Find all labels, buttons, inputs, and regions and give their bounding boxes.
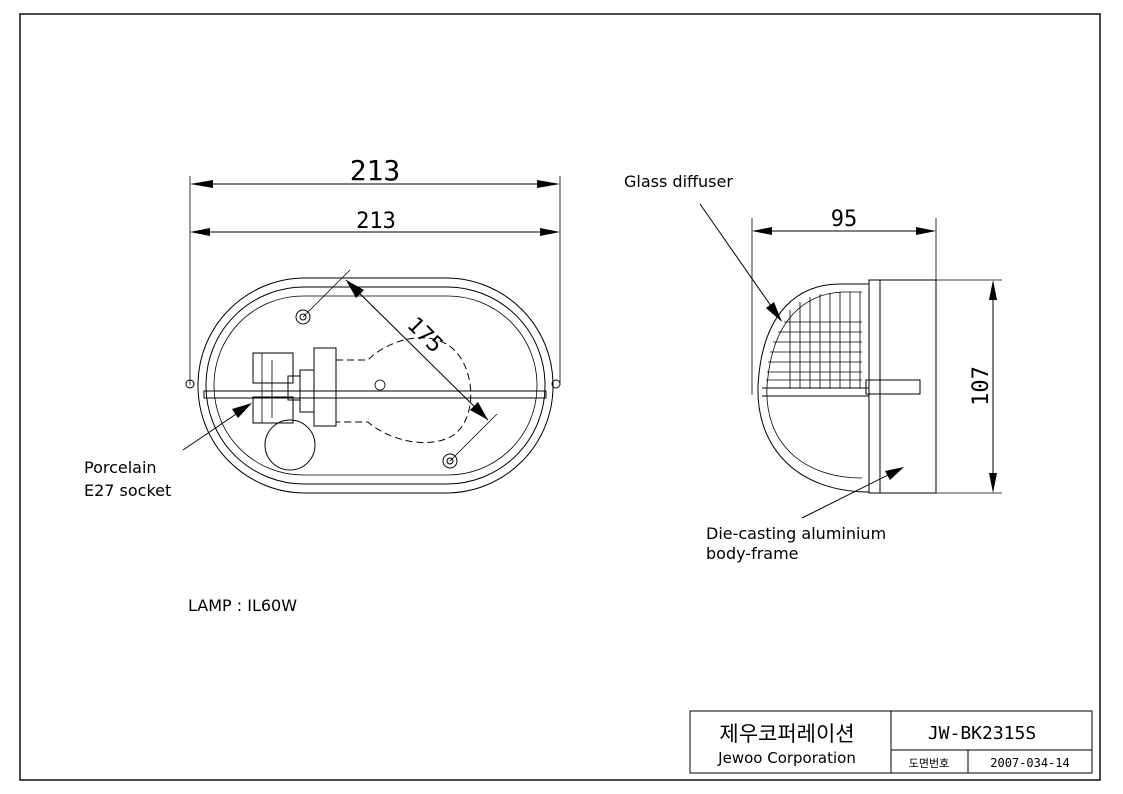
depth-label: 95 xyxy=(831,207,858,232)
height-dimension: 107 xyxy=(969,280,997,493)
title-block: 제우코퍼레이션 Jewoo Corporation JW-BK2315S 도면번… xyxy=(689,710,1093,774)
drawing-number: 2007-034-14 xyxy=(990,756,1069,770)
front-body-inner xyxy=(205,286,546,485)
side-frame xyxy=(868,279,937,494)
front-body-outer xyxy=(197,277,554,494)
glass-label: Glass diffuser xyxy=(624,172,733,191)
company-korean: 제우코퍼레이션 xyxy=(719,722,854,746)
socket-label-line2: E27 socket xyxy=(84,481,171,500)
height-label: 107 xyxy=(969,366,994,406)
overall-width-dimension: 213 xyxy=(190,154,560,188)
porcelain-socket xyxy=(252,347,337,427)
front-glass-edge xyxy=(213,295,538,476)
frame-label-line2: body-frame xyxy=(706,544,799,563)
screw-right xyxy=(551,379,561,389)
socket-label-line1: Porcelain xyxy=(84,458,157,477)
lamp-tip xyxy=(374,379,386,391)
lamp-spec: LAMP : IL60W xyxy=(188,596,297,615)
drawing-no-label: 도면번호 xyxy=(909,757,949,770)
sheet-border xyxy=(19,13,1101,781)
guard-bar xyxy=(203,390,547,399)
cable-entry xyxy=(264,419,316,471)
depth-dimension: 95 xyxy=(752,207,936,235)
inner-width-label: 213 xyxy=(356,209,396,234)
glass-ribs xyxy=(766,292,862,388)
company-english: Jewoo Corporation xyxy=(717,749,856,767)
diagonal-label: 175 xyxy=(402,313,448,359)
glass-dome-inner xyxy=(766,291,863,479)
model-number: JW-BK2315S xyxy=(928,723,1036,744)
front-view: 213 213 xyxy=(182,154,561,494)
frame-label-line1: Die-casting aluminium xyxy=(706,524,886,543)
mounting-hole-bottom xyxy=(442,453,458,469)
mounting-hole-top xyxy=(295,309,311,325)
side-view: 95 107 xyxy=(699,203,1002,519)
overall-width-label: 213 xyxy=(350,154,401,187)
screw-left xyxy=(185,379,195,389)
inner-width-dimension: 213 xyxy=(190,209,560,236)
glass-dome-outer xyxy=(757,283,870,493)
lamp-bulb xyxy=(336,337,472,444)
side-bar-stub xyxy=(865,379,921,395)
